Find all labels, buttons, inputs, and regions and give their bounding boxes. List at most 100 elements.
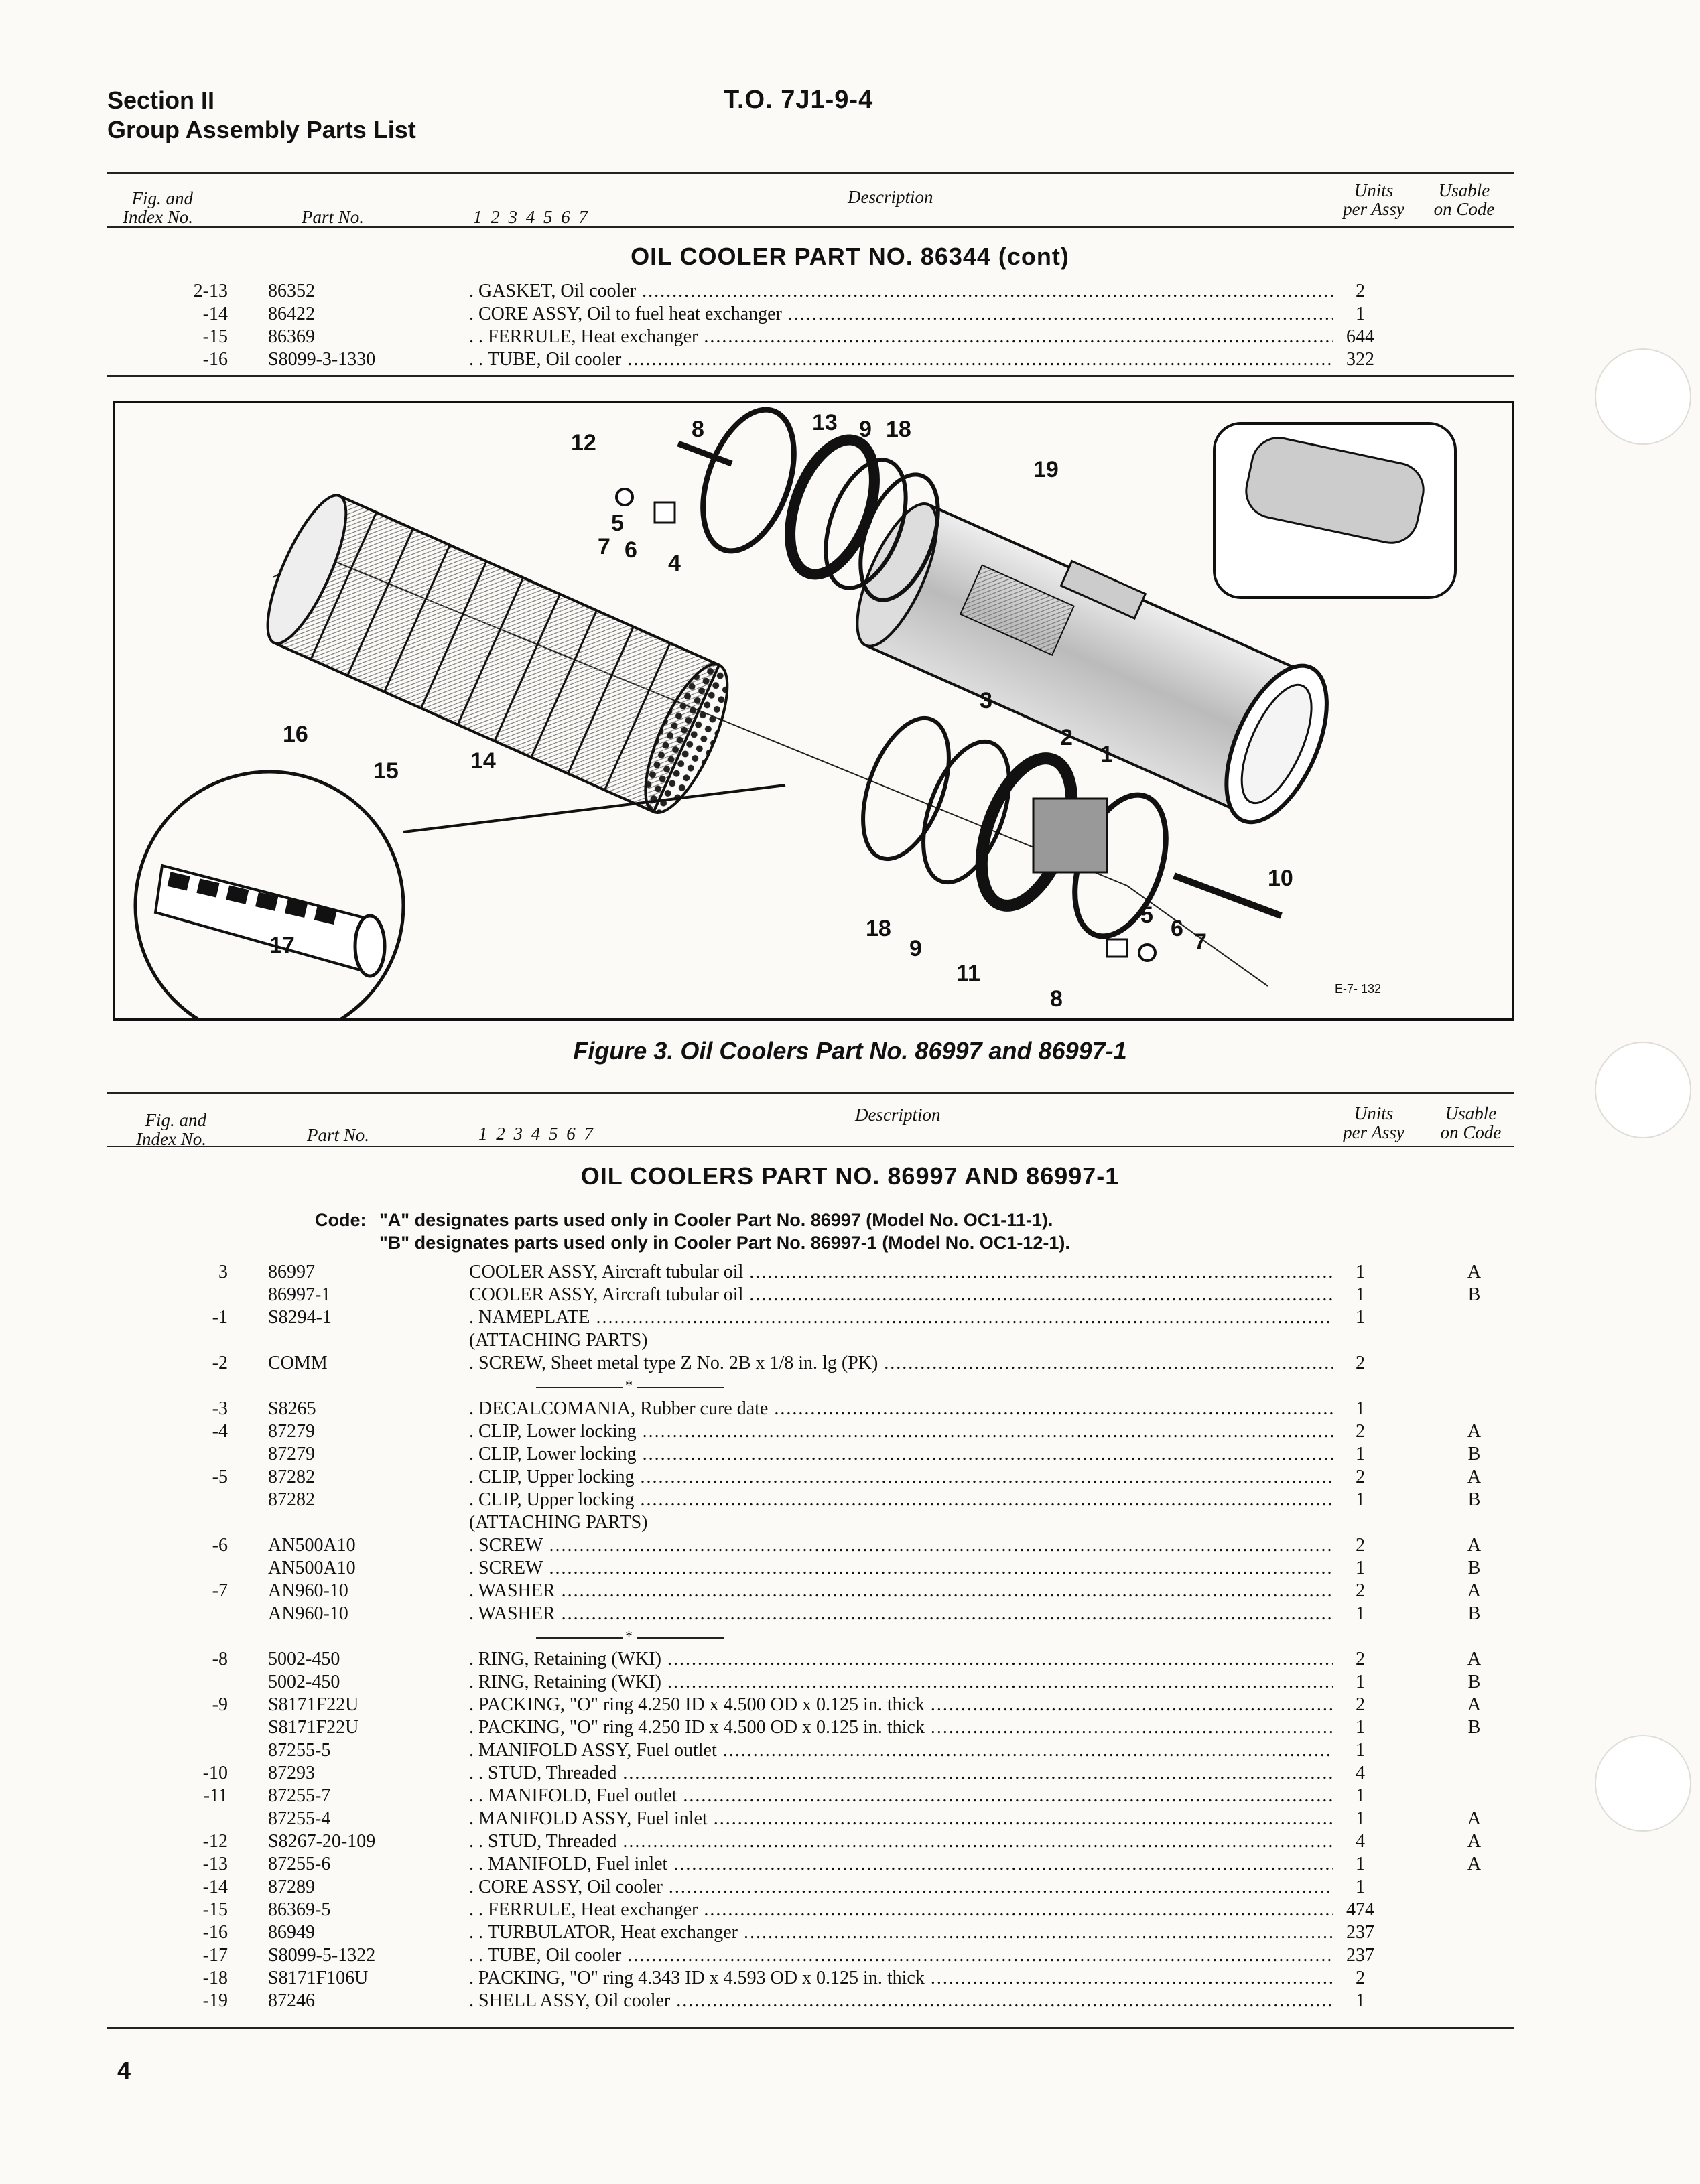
units-cell: 644 (1346, 326, 1374, 347)
units-cell: 2 (1356, 1694, 1365, 1715)
part-number-cell: 87282 (268, 1489, 315, 1510)
usable-code-cell: B (1467, 1558, 1481, 1578)
index-cell: -4 (212, 1421, 228, 1442)
part-number-cell: 86997 (268, 1261, 315, 1282)
description-cell: . SHELL ASSY, Oil cooler (469, 1990, 1333, 2012)
description-cell: . . STUD, Threaded (469, 1762, 1333, 1785)
description-cell: . RING, Retaining (WKI) (469, 1671, 1333, 1694)
units-cell: 1 (1356, 1398, 1365, 1419)
description-cell: . . TURBULATOR, Heat exchanger (469, 1921, 1333, 1944)
description-cell: . PACKING, "O" ring 4.250 ID x 4.500 OD … (469, 1694, 1333, 1716)
page-number: 4 (117, 2057, 131, 2084)
svg-text:9: 9 (909, 936, 922, 961)
section-label: Section II (107, 86, 215, 114)
part-number-cell: 86352 (268, 281, 315, 301)
svg-text:8: 8 (692, 417, 704, 442)
part-number-cell: S8171F22U (268, 1717, 359, 1738)
index-cell: -5 (212, 1466, 228, 1487)
usable-code-cell: A (1467, 1580, 1482, 1601)
description-cell: . CLIP, Upper locking (469, 1489, 1333, 1511)
part-number-cell: S8099-3-1330 (268, 349, 376, 370)
punch-hole-top (1595, 348, 1691, 445)
header-rule (107, 226, 1514, 228)
svg-text:5: 5 (1140, 902, 1153, 928)
part-number-cell: 5002-450 (268, 1649, 340, 1669)
description-cell: . CLIP, Upper locking (469, 1466, 1333, 1489)
core-assembly (266, 494, 729, 814)
svg-text:18: 18 (866, 916, 891, 941)
table-row: AN960-10. WASHER1B (0, 1602, 1700, 1625)
svg-text:4: 4 (668, 551, 681, 576)
units-cell: 1 (1356, 1444, 1365, 1464)
svg-text:7: 7 (1194, 929, 1207, 955)
units-cell: 1 (1356, 1261, 1365, 1282)
shell-assembly (856, 502, 1329, 825)
usable-code-cell: B (1467, 1671, 1481, 1692)
table-row: 5002-450. RING, Retaining (WKI)1B (0, 1671, 1700, 1694)
usable-code-cell: A (1467, 1421, 1482, 1442)
svg-text:12: 12 (571, 430, 596, 456)
table2-top-rule (107, 1092, 1514, 1094)
units-cell: 2 (1356, 1580, 1365, 1601)
units-cell: 1 (1356, 303, 1365, 324)
svg-text:16: 16 (283, 722, 308, 747)
part-number-cell: S8099-5-1322 (268, 1945, 376, 1966)
units-cell: 1 (1356, 1307, 1365, 1328)
usable-code-cell: B (1467, 1284, 1481, 1305)
svg-text:2: 2 (1060, 725, 1073, 750)
table-row: 87255-5. MANIFOLD ASSY, Fuel outlet1 (0, 1739, 1700, 1762)
usable-code-cell: B (1467, 1603, 1481, 1624)
svg-text:13: 13 (812, 410, 838, 435)
description-cell: . WASHER (469, 1580, 1333, 1602)
code-label: Code: (315, 1210, 367, 1230)
description-cell: . . TUBE, Oil cooler (469, 348, 1333, 371)
table-row: (ATTACHING PARTS) (0, 1511, 1700, 1534)
part-number-cell: 87293 (268, 1763, 315, 1783)
usable-code-cell: A (1467, 1854, 1482, 1874)
part-number-cell: 87255-7 (268, 1785, 331, 1806)
units-cell: 1 (1356, 1671, 1365, 1692)
table-row: AN500A10. SCREW1B (0, 1557, 1700, 1580)
description-cell: . WASHER (469, 1602, 1333, 1625)
index-cell: -3 (212, 1398, 228, 1419)
svg-text:8: 8 (1050, 986, 1063, 1012)
units-cell: 2 (1356, 1535, 1365, 1556)
description-cell: . . FERRULE, Heat exchanger (469, 1899, 1333, 1921)
table-row: 87282. CLIP, Upper locking1B (0, 1489, 1700, 1511)
table-row: (ATTACHING PARTS) (0, 1329, 1700, 1352)
code-b-note: "B" designates parts used only in Cooler… (379, 1233, 1070, 1253)
tube-detail-inset (133, 770, 405, 1042)
part-number-cell: S8171F22U (268, 1694, 359, 1715)
usable-code-cell: A (1467, 1466, 1482, 1487)
units-cell: 474 (1346, 1899, 1374, 1920)
part-number-cell: 86949 (268, 1922, 315, 1943)
part-number-cell: 86369 (268, 326, 315, 347)
part-number-cell: 87255-6 (268, 1854, 331, 1874)
svg-text:6: 6 (625, 537, 637, 563)
units-cell: 2 (1356, 281, 1365, 301)
svg-text:7: 7 (598, 534, 610, 559)
code-a-note: "A" designates parts used only in Cooler… (379, 1210, 1053, 1230)
index-cell: -14 (202, 303, 228, 324)
description-cell: . NAMEPLATE (469, 1306, 1333, 1329)
svg-text:17: 17 (269, 933, 295, 958)
punch-hole-middle (1595, 1042, 1691, 1138)
part-number-cell: 86369-5 (268, 1899, 331, 1920)
units-cell: 2 (1356, 1968, 1365, 1988)
units-cell: 1 (1356, 1876, 1365, 1897)
part-number-cell: 87282 (268, 1466, 315, 1487)
svg-text:19: 19 (1033, 457, 1059, 482)
